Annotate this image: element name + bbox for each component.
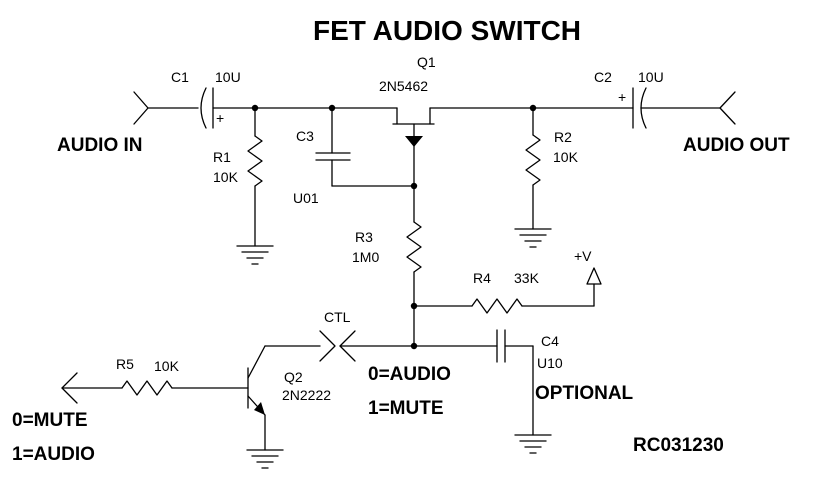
drawing-id: RC031230	[633, 435, 724, 456]
r3-ref: R3	[355, 229, 373, 245]
ctl-label: CTL	[324, 309, 351, 325]
optional-label: OPTIONAL	[535, 383, 634, 404]
resistor-r2	[525, 107, 541, 230]
junction-node	[251, 104, 259, 112]
capacitor-c1	[200, 87, 333, 129]
jfet-q1	[331, 107, 534, 187]
r4-ref: R4	[473, 270, 491, 286]
r4-value: 33K	[514, 270, 540, 286]
in-state-mute: 0=MUTE	[12, 410, 88, 431]
r2-value: 10K	[553, 149, 579, 165]
q2-ref: Q2	[284, 369, 303, 385]
c1-value: 10U	[215, 69, 241, 85]
resistor-r4	[413, 283, 595, 314]
r3-value: 1M0	[352, 249, 379, 265]
resistor-r5	[61, 380, 249, 396]
q2-value: 2N2222	[282, 387, 331, 403]
resistor-r1	[247, 107, 263, 247]
r1-ref: R1	[213, 149, 231, 165]
ground-symbol-q2	[246, 449, 284, 469]
capacitor-c4	[413, 329, 534, 436]
ctl-connector	[339, 330, 415, 362]
c4-ref: C4	[541, 333, 559, 349]
ground-symbol-r1	[236, 245, 274, 265]
ctl-state-mute: 1=MUTE	[368, 398, 444, 419]
in-state-audio: 1=AUDIO	[12, 444, 95, 465]
resistor-r3	[406, 185, 422, 347]
r5-ref: R5	[116, 356, 134, 372]
ground-symbol-r2	[514, 228, 552, 248]
ctl-state-audio: 0=AUDIO	[368, 364, 451, 385]
c3-value: U01	[293, 190, 319, 206]
r1-value: 10K	[213, 169, 239, 185]
c2-plus: +	[618, 89, 626, 105]
ctl-input-connector	[61, 372, 78, 404]
c2-ref: C2	[594, 69, 612, 85]
capacitor-c3	[315, 107, 415, 187]
audio-in-label: AUDIO IN	[57, 135, 143, 156]
c2-value: 10U	[638, 69, 664, 85]
audio-out-connector	[719, 91, 736, 125]
c4-value: U10	[537, 355, 563, 371]
emitter-arrow-icon	[254, 402, 265, 415]
capacitor-c2	[532, 87, 721, 129]
c1-plus: +	[216, 110, 224, 126]
r5-value: 10K	[154, 358, 180, 374]
supply-arrow-icon	[586, 267, 602, 285]
c1-ref: C1	[171, 69, 189, 85]
audio-out-label: AUDIO OUT	[683, 135, 790, 156]
audio-in-connector	[133, 91, 199, 125]
c3-ref: C3	[296, 128, 314, 144]
gate-arrow-icon	[405, 136, 423, 147]
q1-ref: Q1	[417, 54, 436, 70]
diagram-title: FET AUDIO SWITCH	[313, 15, 581, 46]
q1-value: 2N5462	[379, 78, 428, 94]
r2-ref: R2	[554, 129, 572, 145]
supply-label: +V	[574, 248, 592, 264]
ground-symbol-c4	[514, 434, 552, 454]
